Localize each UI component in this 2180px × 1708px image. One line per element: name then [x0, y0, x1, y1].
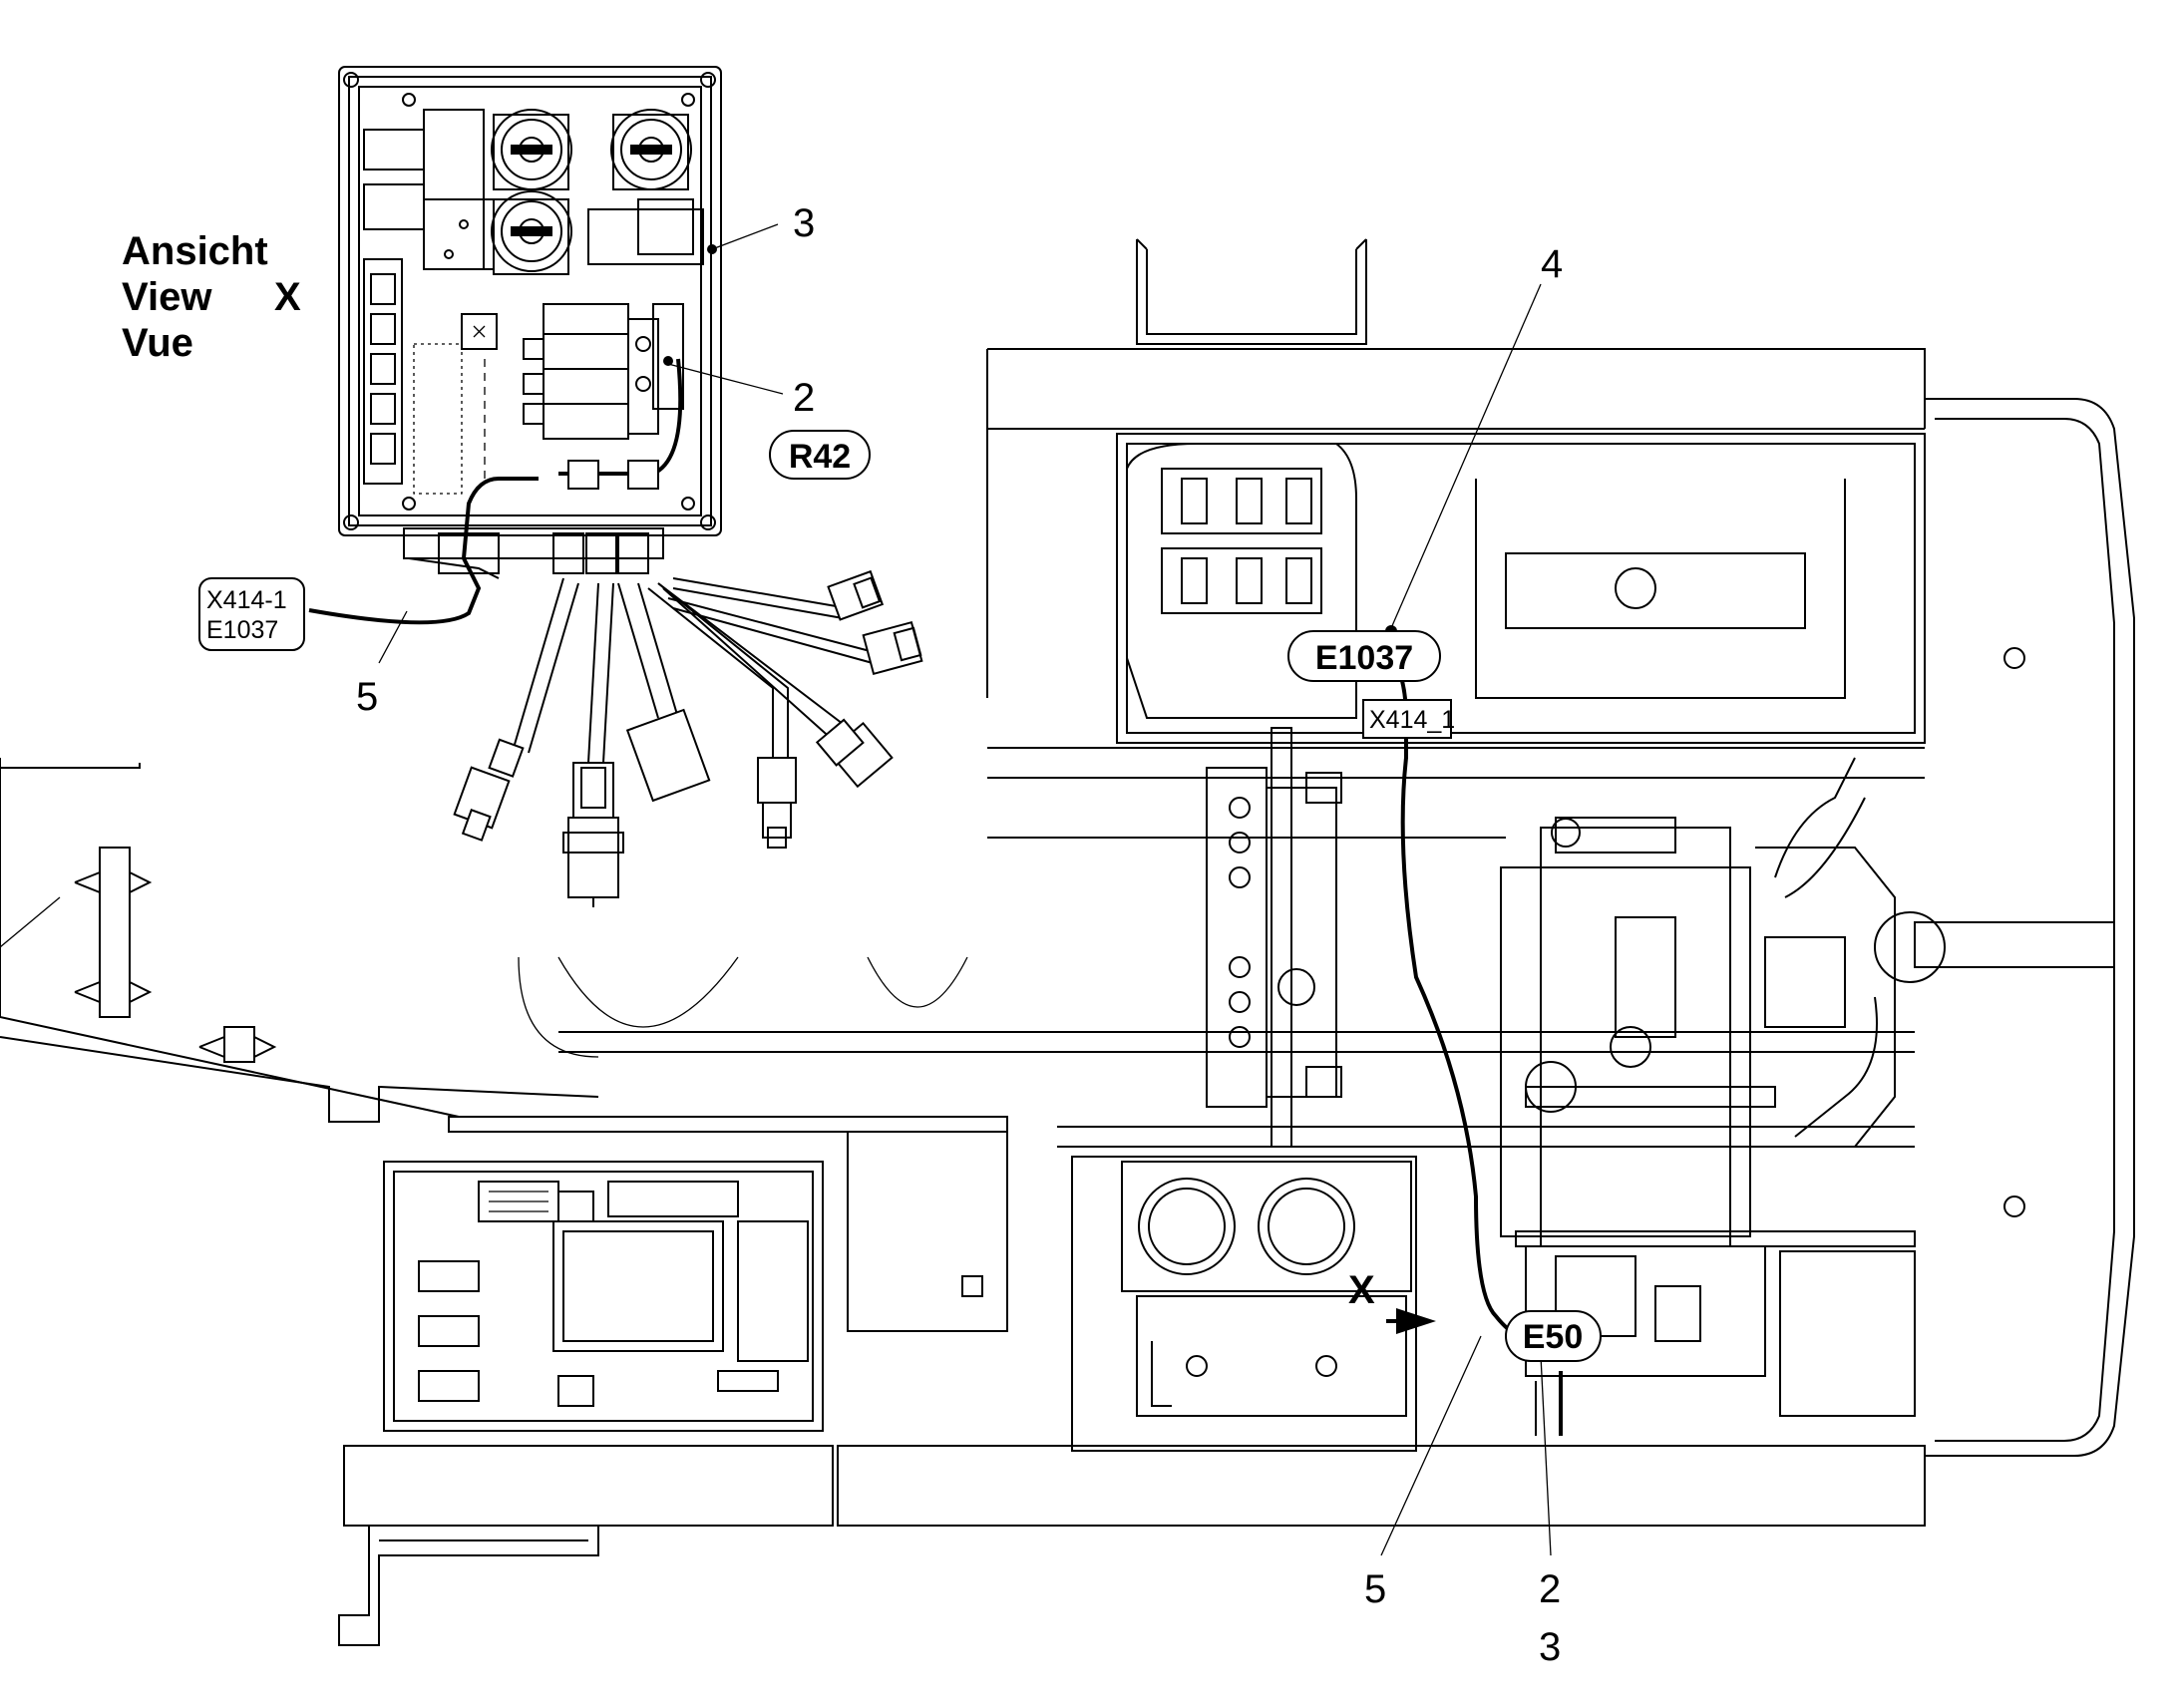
- connector-plug-2: [562, 762, 624, 907]
- callout-inset-5: 5: [356, 675, 378, 719]
- label-pill-r42: R42: [769, 430, 871, 480]
- leader-main-2: [1540, 1355, 1552, 1556]
- circuit-breaker-1: [491, 109, 572, 190]
- connector-plug-6: [862, 620, 923, 676]
- label-pill-e1037: E1037: [1287, 630, 1441, 682]
- view-label-de: Ansicht: [122, 229, 268, 273]
- battery-tray: [1126, 443, 1846, 719]
- connector-label-main: X414_1: [1369, 706, 1455, 734]
- circuit-breaker-2: [610, 109, 692, 190]
- view-direction-arrow: [1386, 1308, 1436, 1334]
- anchor-dot-inset-2: [663, 356, 673, 366]
- pill-r42-text: R42: [789, 438, 851, 476]
- leader-main-5: [1380, 1335, 1482, 1556]
- label-pill-e50: E50: [1505, 1310, 1602, 1362]
- connector-plug-3: [625, 708, 711, 803]
- centre-console: [847, 1131, 1417, 1452]
- anchor-dot-inset-3: [707, 244, 717, 254]
- leader-inset-5: [378, 610, 408, 664]
- operator-cab: [383, 1161, 824, 1432]
- connector-label-inset-line1: X414-1: [206, 586, 287, 614]
- cable-e1037-e50: [1389, 651, 1537, 1343]
- terminal-strip: [1206, 727, 1342, 1148]
- view-label-fr: Vue: [122, 321, 193, 365]
- connector-label-inset-line2: E1037: [206, 616, 278, 644]
- boom-bracket: [74, 847, 277, 1063]
- callout-main-2: 2: [1539, 1567, 1561, 1611]
- callout-inset-2: 2: [793, 376, 815, 420]
- connector-plug-4: [757, 757, 797, 849]
- callout-main-5: 5: [1364, 1567, 1386, 1611]
- callout-main-4: 4: [1541, 242, 1563, 286]
- circuit-breaker-3: [491, 190, 572, 275]
- arrow-label-x: X: [1348, 1268, 1375, 1312]
- view-marker: X: [274, 275, 301, 319]
- callout-main-3: 3: [1539, 1625, 1561, 1669]
- machine-frame: [0, 238, 2135, 1646]
- connector-label-box-inset: X414-1 E1037: [198, 577, 305, 651]
- leader-inset-3: [711, 223, 779, 250]
- inset-view-x: [308, 66, 923, 907]
- pill-e1037-text: E1037: [1315, 639, 1413, 677]
- leader-inset-2: [667, 363, 784, 395]
- leader-main-4: [1390, 283, 1542, 629]
- pill-e50-text: E50: [1523, 1318, 1584, 1356]
- connector-label-box-main: X414_1: [1362, 699, 1455, 739]
- view-label-en: View: [122, 275, 212, 319]
- connector-plug-7: [827, 569, 885, 621]
- connector-plug-5: [815, 718, 894, 789]
- connector-plug-1: [453, 738, 525, 842]
- callout-inset-3: 3: [793, 201, 815, 245]
